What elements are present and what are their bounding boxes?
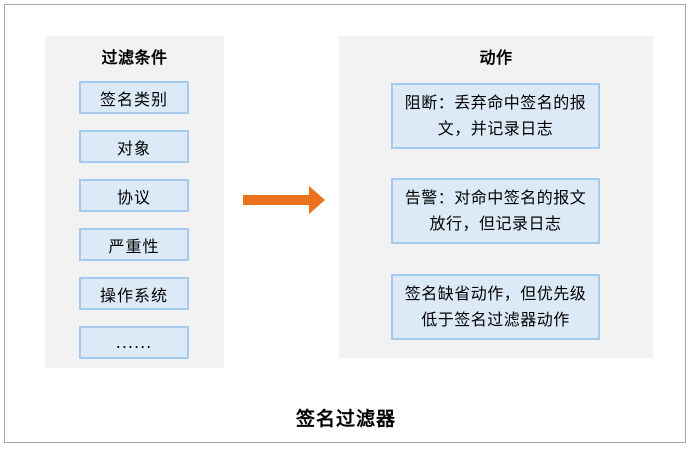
actions-title: 动作 bbox=[479, 48, 513, 67]
action-alert: 告警：对命中签名的报文放行，但记录日志 bbox=[391, 178, 600, 244]
condition-os: 操作系统 bbox=[79, 277, 189, 310]
filter-conditions-title: 过滤条件 bbox=[101, 48, 168, 67]
condition-severity: 严重性 bbox=[79, 228, 189, 261]
action-default: 签名缺省动作，但优先级低于签名过滤器动作 bbox=[391, 274, 600, 340]
condition-more: ...... bbox=[79, 326, 189, 359]
right-arrow-icon bbox=[243, 186, 325, 214]
diagram-caption: 签名过滤器 bbox=[295, 408, 396, 430]
action-block: 阻断：丢弃命中签名的报文，并记录日志 bbox=[391, 83, 600, 149]
condition-signature-category: 签名类别 bbox=[79, 81, 189, 114]
condition-protocol: 协议 bbox=[79, 179, 189, 212]
condition-object: 对象 bbox=[79, 130, 189, 163]
